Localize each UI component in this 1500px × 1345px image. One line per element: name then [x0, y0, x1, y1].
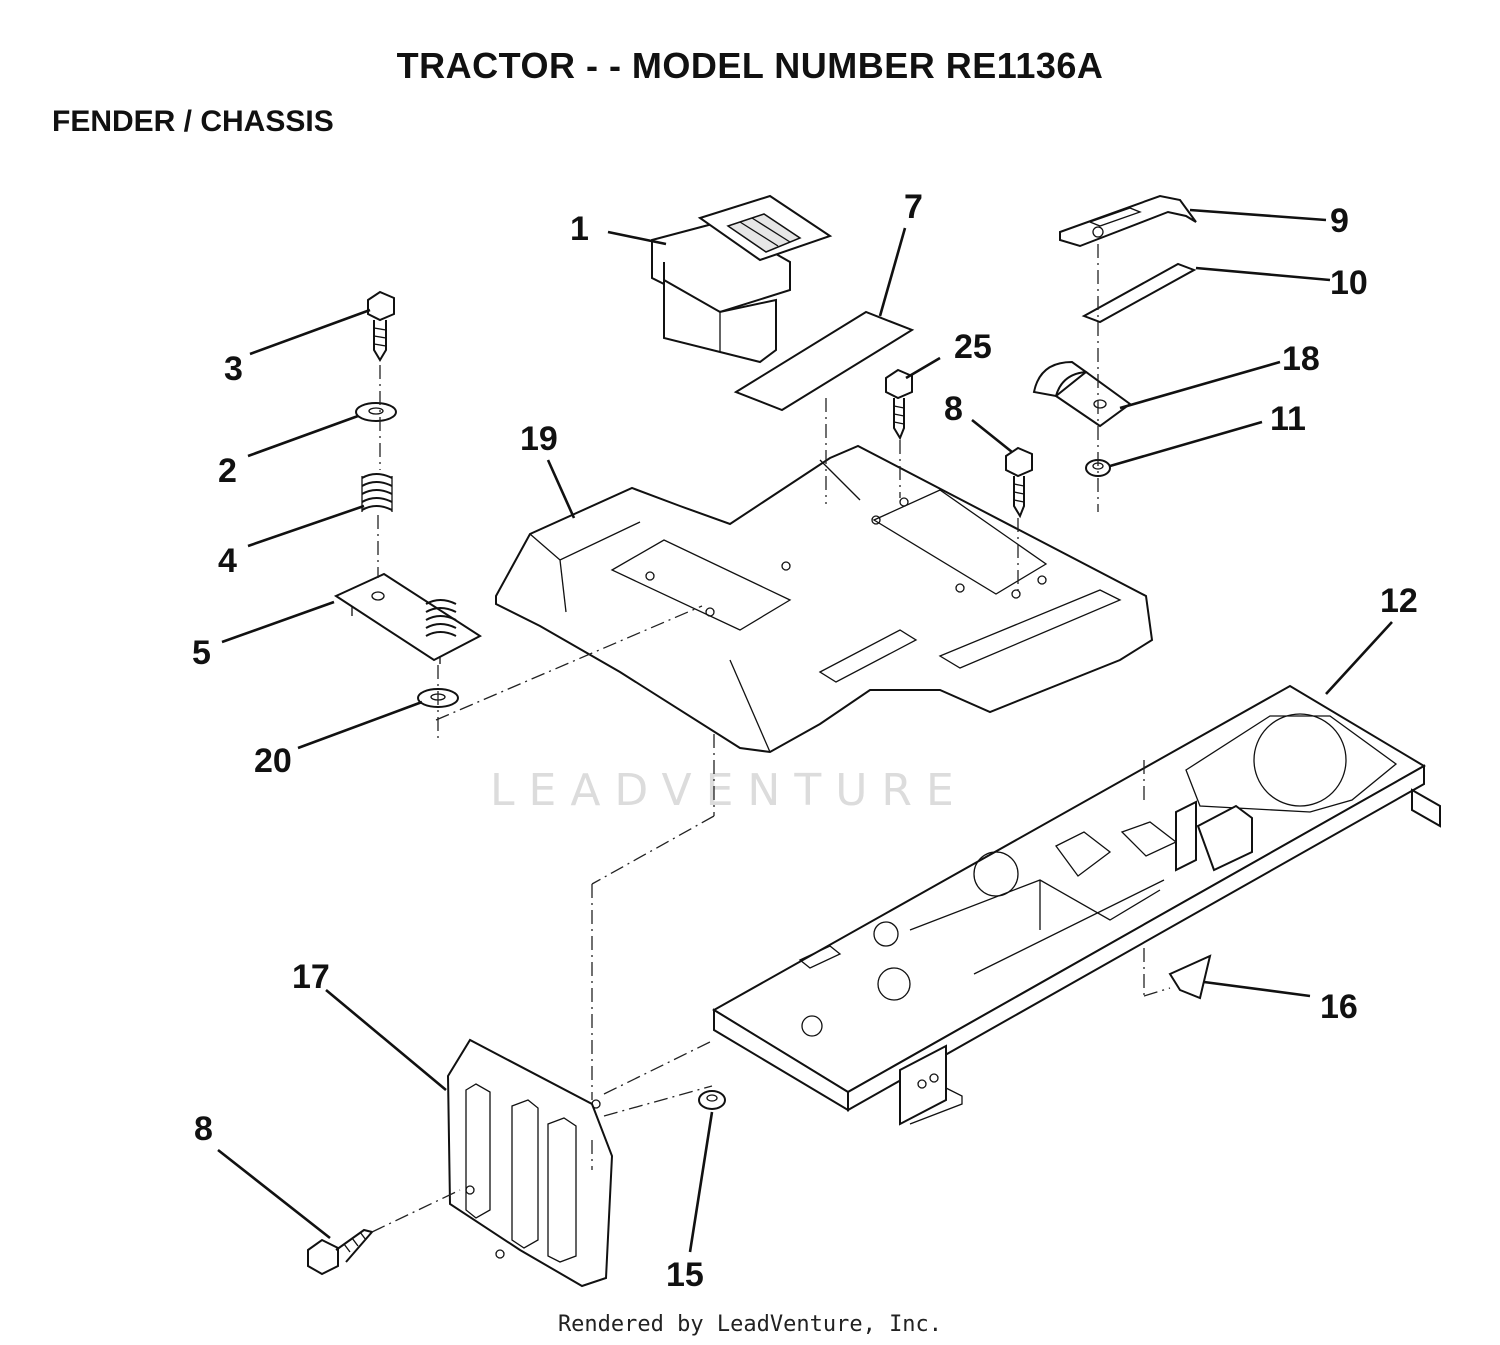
callout-18: 18	[1282, 340, 1320, 378]
part-16-bracket	[1168, 954, 1212, 1000]
callout-16: 16	[1320, 988, 1358, 1026]
part-15-nut	[698, 1090, 726, 1110]
part-8-bolt-lower	[307, 1228, 374, 1276]
callouts: 1 7 9 10 25 18 8 11 19 12 3 2 4 5 20 17 …	[192, 188, 1418, 1294]
part-3-bolt	[367, 290, 395, 362]
callout-19: 19	[520, 420, 558, 458]
callout-15: 15	[666, 1256, 704, 1294]
callout-8-lower: 8	[194, 1110, 213, 1148]
part-19-fender	[495, 444, 1154, 754]
assembly-lines	[371, 244, 1171, 1233]
part-2-washer	[355, 402, 397, 422]
callout-9: 9	[1330, 202, 1349, 240]
part-7-decal	[733, 310, 915, 412]
callout-11: 11	[1270, 400, 1306, 438]
callout-20: 20	[254, 742, 292, 780]
diagram-title: TRACTOR - - MODEL NUMBER RE1136A	[396, 45, 1104, 86]
callout-17: 17	[292, 958, 330, 996]
leader-lines	[217, 208, 1393, 1253]
section-title: FENDER / CHASSIS	[52, 105, 334, 138]
callout-4: 4	[218, 542, 237, 580]
callout-2: 2	[218, 452, 237, 490]
callout-5: 5	[192, 634, 211, 672]
callout-10: 10	[1330, 264, 1368, 302]
callout-1: 1	[570, 210, 589, 248]
part-10-plate	[1081, 262, 1197, 324]
part-5-bracket	[333, 572, 482, 664]
part-25-bolt	[885, 368, 913, 441]
part-4-spring	[361, 473, 393, 512]
callout-25: 25	[954, 328, 992, 366]
part-17-plate	[446, 1038, 614, 1288]
callout-8-upper: 8	[944, 390, 963, 428]
part-18-clamp	[1032, 360, 1132, 428]
callout-7: 7	[904, 188, 923, 226]
part-12-chassis	[712, 684, 1441, 1126]
footer-credit: Rendered by LeadVenture, Inc.	[557, 1312, 943, 1337]
part-8-bolt-upper	[1005, 446, 1033, 519]
part-1-tray	[651, 194, 833, 364]
part-9-cover	[1059, 194, 1197, 248]
callout-12: 12	[1380, 582, 1418, 620]
watermark: LEADVENTURE	[490, 765, 968, 816]
callout-3: 3	[224, 350, 243, 388]
